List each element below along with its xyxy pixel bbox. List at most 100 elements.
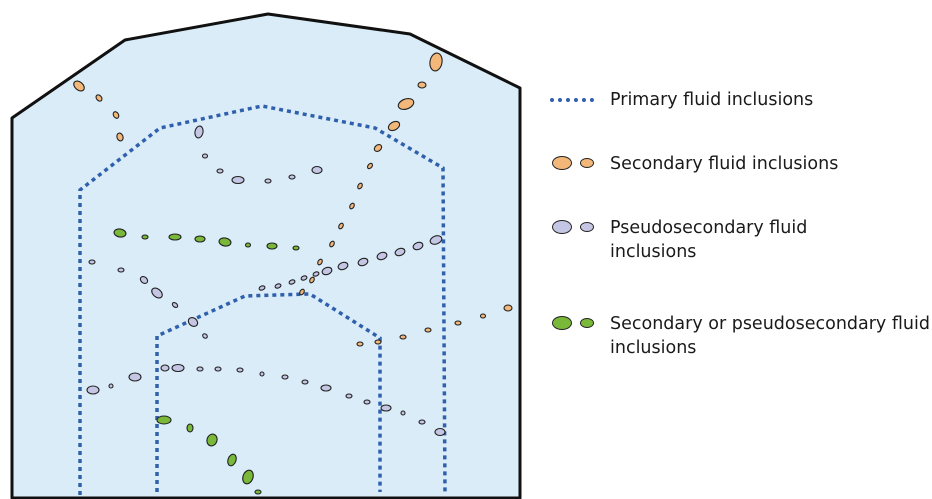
mixed-inclusion [227,453,237,467]
mixed-inclusion [254,489,262,495]
pseudosecondary-inclusion [394,247,406,257]
pseudosecondary-inclusion [151,287,163,299]
mixed-inclusion [242,469,254,485]
pseudosecondary-inclusion [400,410,406,416]
pseudosecondary-inclusion [380,404,392,412]
secondary-inclusion [349,202,355,210]
pseudosecondary-inclusion [376,251,388,261]
pseudosecondary-inclusion [171,301,179,309]
primary-dotted-line-icon [540,88,610,112]
legend: Primary fluid inclusions Secondary fluid… [540,0,932,499]
pseudosecondary-inclusion [259,371,265,377]
secondary-inclusion [399,334,407,340]
secondary-inclusion [374,339,382,345]
pseudosecondary-inclusion [128,372,142,382]
pseudosecondary-inclusion [236,367,244,373]
secondary-inclusion [73,80,85,92]
pseudosecondary-inclusion [201,153,209,159]
pseudosecondary-inclusion [88,259,96,265]
secondary-or-pseudosecondary-inclusions [113,228,300,495]
pseudosecondary-inclusion [418,419,426,425]
pseudosecondary-inclusion [357,257,369,267]
secondary-inclusion-icon [540,152,610,176]
legend-item-pseudosecondary: Pseudosecondary fluid inclusions [540,216,840,264]
secondary-inclusion [479,313,487,319]
mixed-inclusion-icon [540,312,610,336]
secondary-inclusion [373,144,383,152]
legend-label-pseudosecondary: Pseudosecondary fluid inclusions [610,218,808,262]
pseudosecondary-inclusion [187,317,199,327]
pseudosecondary-inclusion-icon [540,216,610,240]
primary-growth-zones [78,104,447,496]
pseudosecondary-inclusion [311,165,323,175]
pseudosecondary-inclusions [86,125,446,437]
secondary-inclusion [356,341,364,347]
pseudosecondary-inclusion [321,266,333,276]
secondary-inclusion [424,327,432,333]
mixed-inclusion [156,415,172,425]
mixed-inclusion [186,423,194,433]
pseudosecondary-inclusion [320,384,332,392]
mixed-inclusion [292,245,300,251]
pseudosecondary-inclusion [300,275,308,281]
pseudosecondary-inclusion [412,241,424,251]
secondary-inclusion [397,98,415,110]
pseudosecondary-inclusion [429,235,443,245]
pseudosecondary-inclusion [258,285,266,291]
secondary-inclusion [366,162,374,170]
legend-item-primary: Primary fluid inclusions [540,88,930,112]
pseudosecondary-inclusion [108,383,114,389]
pseudosecondary-inclusion [301,379,309,385]
legend-label-mixed: Secondary or pseudosecondary fluid inclu… [610,314,930,358]
pseudosecondary-inclusion [337,261,349,271]
pseudosecondary-inclusion [231,175,245,185]
secondary-inclusion [357,182,363,190]
secondary-inclusion [317,258,323,266]
pseudosecondary-inclusion [264,178,272,184]
secondary-inclusion [387,120,401,132]
secondary-inclusion [454,320,462,326]
secondary-inclusion [329,240,335,248]
pseudosecondary-inclusion [214,366,222,372]
pseudosecondary-inclusion [86,385,100,395]
mixed-inclusion [141,234,149,240]
pseudosecondary-inclusion [117,267,125,273]
pseudosecondary-inclusion [345,393,353,399]
pseudosecondary-inclusion [160,364,170,372]
pseudosecondary-inclusion [194,125,204,139]
secondary-inclusion [112,111,120,119]
pseudosecondary-inclusion [216,168,224,174]
pseudosecondary-inclusion [281,374,289,380]
pseudosecondary-inclusion [274,283,282,289]
mixed-inclusion [218,237,232,247]
legend-label-secondary: Secondary fluid inclusions [610,154,839,174]
secondary-inclusion [95,94,103,102]
mixed-inclusion [168,233,182,241]
pseudosecondary-inclusion [288,174,296,180]
mixed-inclusion [244,242,252,248]
pseudosecondary-inclusion [196,366,204,372]
secondary-inclusion [429,52,443,72]
pseudosecondary-inclusion [363,399,371,405]
outer-growth-zone [78,104,447,496]
mixed-inclusion [206,433,218,447]
secondary-inclusion [309,276,315,284]
legend-item-secondary: Secondary fluid inclusions [540,152,930,176]
pseudosecondary-inclusion [202,333,208,339]
pseudosecondary-inclusion [434,427,446,437]
pseudosecondary-inclusion [139,276,149,284]
pseudosecondary-inclusion [288,279,296,285]
secondary-inclusion [417,81,427,89]
pseudosecondary-inclusion [312,271,320,277]
mixed-inclusion [266,242,278,250]
secondary-inclusion [338,222,344,230]
secondary-inclusion [299,288,305,296]
pseudosecondary-inclusion [171,363,185,373]
legend-item-mixed: Secondary or pseudosecondary fluid inclu… [540,312,932,360]
inner-growth-zone [155,292,382,492]
mixed-inclusion [194,235,206,243]
secondary-inclusion [503,304,513,312]
mixed-inclusion [113,228,127,238]
secondary-inclusion [116,132,124,142]
